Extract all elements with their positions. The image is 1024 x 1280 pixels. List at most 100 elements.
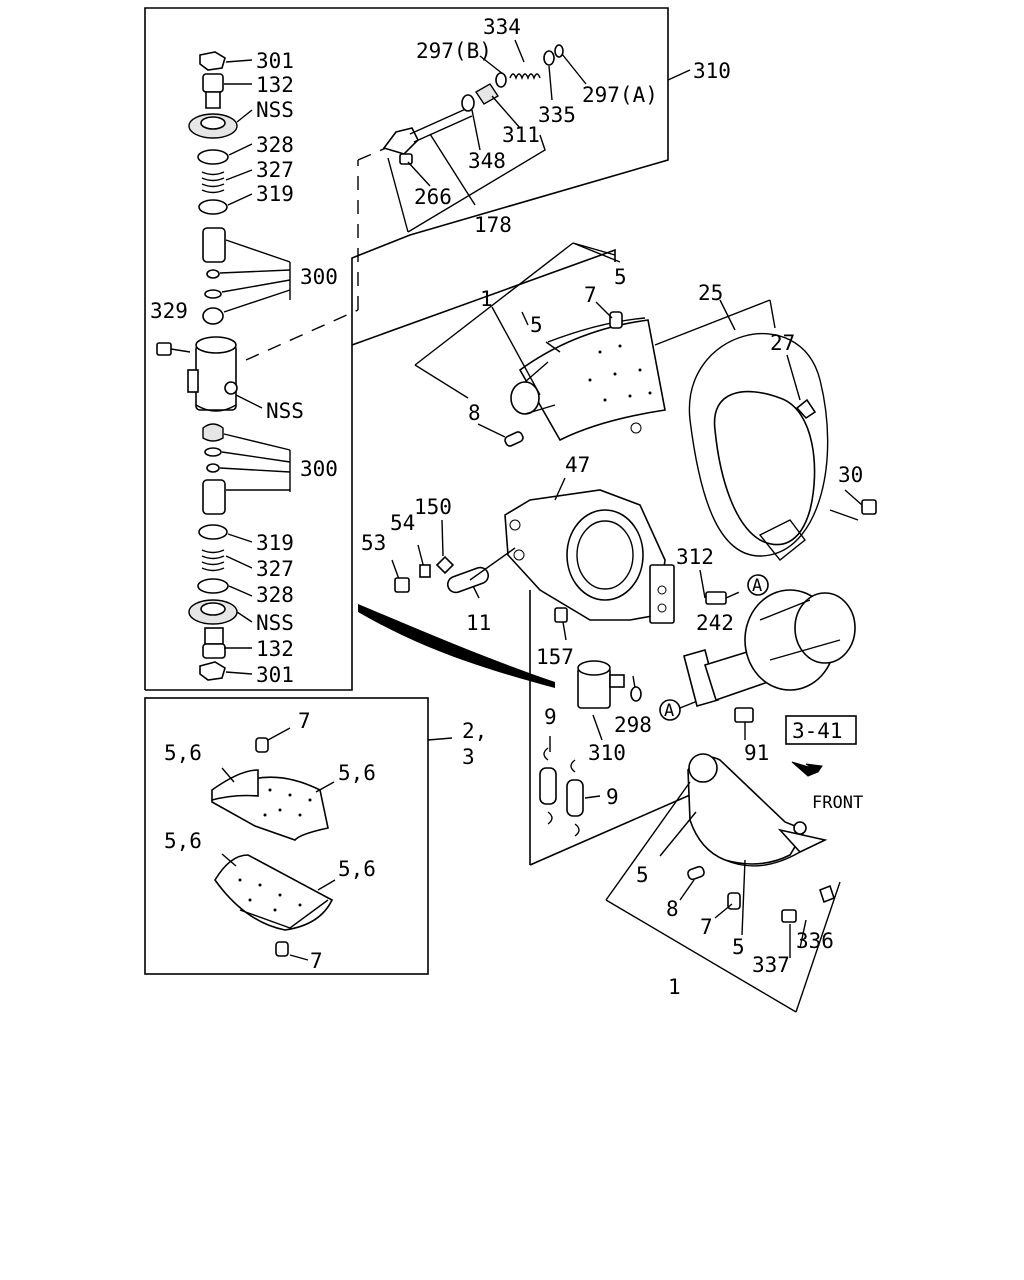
shaft-group-leaders — [387, 39, 691, 233]
cap-300-bottom — [202, 423, 224, 442]
part-label-5-6-d: 5,6 — [338, 857, 376, 881]
part-label-7-box-bottom: 7 — [310, 949, 323, 973]
part-label-9-b: 9 — [606, 785, 619, 809]
part-label-3: 3 — [462, 745, 475, 769]
retainer-301-bottom — [199, 661, 226, 681]
part-label-132-top: 132 — [256, 73, 294, 97]
part-label-327-top: 327 — [256, 158, 294, 182]
part-label-53: 53 — [361, 531, 386, 555]
dust-cover-leaders — [654, 299, 863, 521]
spring-327-bottom — [201, 549, 225, 572]
slack-adjuster-310 — [577, 660, 642, 709]
part-label-8-lower: 8 — [666, 897, 679, 921]
part-label-242: 242 — [696, 611, 734, 635]
part-label-300-bottom: 300 — [300, 457, 338, 481]
ring-300-bottom-b — [206, 463, 220, 473]
lining-lower — [214, 853, 336, 961]
assembly-pointer — [358, 604, 555, 688]
part-label-nss-mid: NSS — [266, 399, 304, 423]
part-label-5-lower-b: 5 — [732, 935, 745, 959]
part-label-311: 311 — [502, 123, 540, 147]
bolt-329 — [156, 342, 172, 356]
screw-132-bottom — [204, 627, 224, 645]
part-label-54: 54 — [390, 511, 415, 535]
front-direction-arrow — [791, 761, 823, 777]
adjuster-housing — [187, 336, 238, 412]
gear-311 — [475, 83, 499, 105]
spring-334 — [509, 73, 541, 80]
seal-nss-bottom-inner — [200, 602, 226, 616]
frame-segment — [529, 794, 691, 866]
adjuster-shaft-group — [382, 44, 564, 165]
part-label-5-upper-a: 5 — [614, 265, 627, 289]
screw-132-bottom-head — [202, 643, 226, 659]
reference-box-3-41-label: 3-41 — [792, 719, 843, 743]
part-label-266: 266 — [414, 185, 452, 209]
part-label-301-top: 301 — [256, 49, 294, 73]
washer-328-top — [197, 149, 229, 165]
washer-348 — [461, 94, 475, 112]
spider-47 — [504, 489, 675, 624]
part-label-7-upper: 7 — [584, 283, 597, 307]
part-label-310-bottom: 310 — [588, 741, 626, 765]
plunger-300-top — [202, 227, 226, 263]
part-label-nss-top: NSS — [256, 98, 294, 122]
pin-8-upper — [504, 431, 524, 447]
pin-266 — [399, 153, 413, 165]
reference-marker-a-label: A — [664, 701, 674, 721]
part-label-328-top: 328 — [256, 133, 294, 157]
part-label-5-upper-b: 5 — [530, 313, 543, 337]
plunger-300-bottom — [202, 479, 226, 515]
part-label-337: 337 — [752, 953, 790, 977]
part-label-157: 157 — [536, 645, 574, 669]
reference-box-3-41 — [785, 715, 857, 745]
part-label-9-a: 9 — [544, 705, 557, 729]
bolt-157 — [554, 607, 568, 623]
bolt-337 — [781, 909, 797, 923]
ring-300-bottom-a — [204, 447, 222, 457]
part-label-327-bottom: 327 — [256, 557, 294, 581]
part-label-27: 27 — [770, 331, 795, 355]
spring-327-top — [201, 171, 225, 194]
part-label-319-bottom: 319 — [256, 531, 294, 555]
part-label-348: 348 — [468, 149, 506, 173]
dashed-link — [357, 147, 387, 161]
part-label-312: 312 — [676, 545, 714, 569]
part-label-91: 91 — [744, 741, 769, 765]
rivet-7-box — [255, 737, 269, 753]
part-label-319-top: 319 — [256, 182, 294, 206]
main-assembly-frame — [351, 248, 616, 346]
return-springs-9 — [539, 736, 601, 837]
lower-brake-shoe — [687, 753, 835, 923]
part-label-297a: 297(A) — [582, 83, 658, 107]
ring-297B — [495, 72, 507, 88]
lining-upper — [211, 727, 335, 841]
pin-8-lower — [687, 865, 705, 881]
part-label-150: 150 — [414, 495, 452, 519]
leader — [427, 737, 453, 741]
part-label-300-top: 300 — [300, 265, 338, 289]
part-label-132-bottom: 132 — [256, 637, 294, 661]
bolt-30 — [861, 499, 877, 515]
part-label-5-6-a: 5,6 — [164, 741, 202, 765]
part-label-7-box-top: 7 — [298, 709, 311, 733]
brake-chamber-242 — [683, 589, 856, 723]
leader — [469, 547, 516, 581]
part-label-301-bottom: 301 — [256, 663, 294, 687]
part-label-1-upper: 1 — [480, 287, 493, 311]
seal-nss-top-inner — [200, 116, 226, 130]
reference-marker-a — [659, 699, 681, 721]
part-label-310-top: 310 — [693, 59, 731, 83]
part-label-7-lower: 7 — [700, 915, 713, 939]
leader — [170, 348, 191, 353]
ring-300-top-a — [206, 269, 220, 279]
part-label-5-6-b: 5,6 — [338, 761, 376, 785]
front-label: FRONT — [812, 793, 863, 813]
lower-shoe-leaders — [605, 781, 841, 1013]
rivet-7-box-bottom — [275, 941, 289, 957]
washer-328-bottom — [197, 578, 229, 594]
part-label-30: 30 — [838, 463, 863, 487]
screw-132-top — [202, 73, 224, 93]
part-label-329: 329 — [150, 299, 188, 323]
